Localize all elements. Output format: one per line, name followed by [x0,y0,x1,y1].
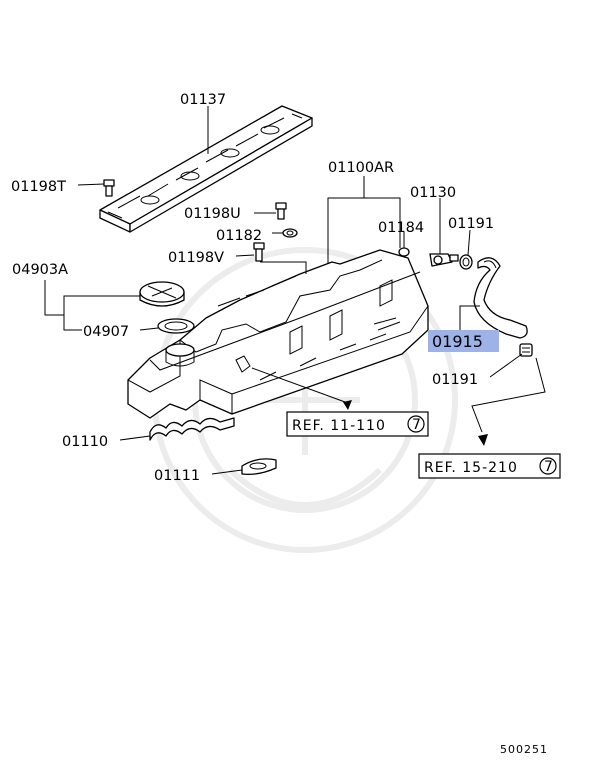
ref-number-1: 7 [412,417,422,433]
callout-04907[interactable]: 04907 [83,324,129,340]
callout-01110[interactable]: 01110 [62,434,108,450]
cap-gasket[interactable] [157,318,195,334]
ref-label-11-110: REF. 11-110 [292,418,386,434]
hose-clamp-upper[interactable] [459,254,473,270]
hose-clamp-lower[interactable] [519,343,533,357]
pcv-valve-01130[interactable] [429,253,459,267]
ref-box-15-210[interactable]: REF. 15-210 7 [418,453,561,479]
diagram-code: 500251 [500,743,548,756]
breather-hose-01915[interactable] [473,257,528,339]
top-cover-plate[interactable] [99,105,313,233]
callout-01184[interactable]: 01184 [378,220,424,236]
ref-box-11-110[interactable]: REF. 11-110 7 [286,411,429,437]
callout-01130[interactable]: 01130 [410,185,456,201]
callout-01198V[interactable]: 01198V [168,250,224,266]
callout-01915[interactable]: 01915 [432,332,483,351]
callout-01100AR[interactable]: 01100AR [328,160,394,176]
valve-cover-01100AR[interactable] [127,249,429,419]
ref-label-15-210: REF. 15-210 [424,460,518,476]
callout-01191-lower[interactable]: 01191 [432,372,478,388]
bolt-01198V[interactable] [253,242,265,262]
highlight-box-01915 [428,330,499,352]
ref-arrow-1 [343,400,352,410]
callout-04903A[interactable]: 04903A [12,262,68,278]
cover-gasket-01110[interactable] [149,417,235,441]
washer-01182[interactable] [282,228,298,238]
callout-01137[interactable]: 01137 [180,92,226,108]
callout-01198U[interactable]: 01198U [184,206,241,222]
bolt-01198U[interactable] [275,202,287,220]
leader-lines [44,106,546,475]
ref-number-2: 7 [544,459,554,475]
callout-01191-upper[interactable]: 01191 [448,216,494,232]
callout-01111[interactable]: 01111 [154,468,200,484]
ref-arrow-2 [478,434,488,446]
bolt-01198T[interactable] [103,179,115,197]
oil-filler-cap[interactable] [139,281,185,307]
callout-01198T[interactable]: 01198T [11,179,66,195]
seal-01111[interactable] [241,458,277,476]
grommet-01184[interactable] [398,247,410,257]
callout-01182[interactable]: 01182 [216,228,262,244]
